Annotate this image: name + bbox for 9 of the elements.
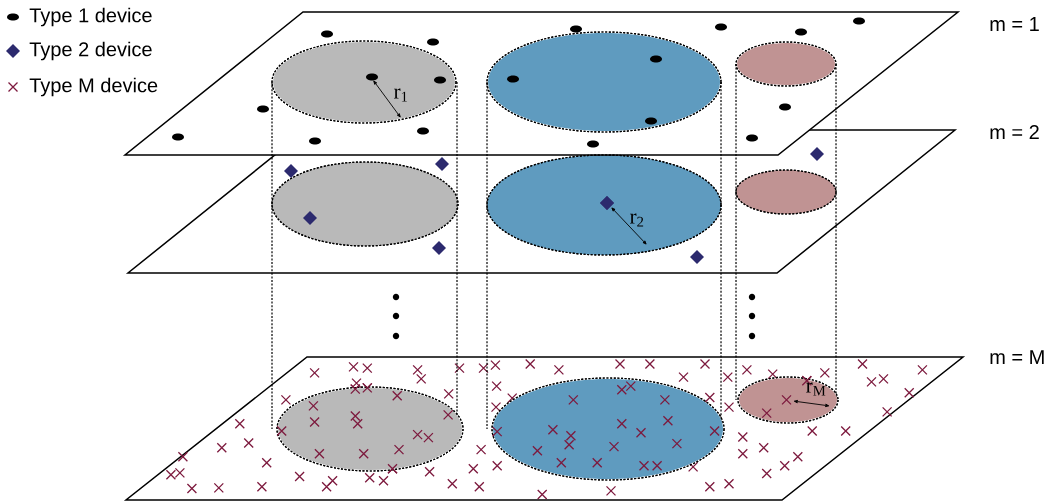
radius-label: r$_{M}$ xyxy=(806,382,826,396)
layer-label: m = 1 xyxy=(990,17,1039,31)
layer-label: m = 2 xyxy=(990,125,1039,139)
legend-text: Type 1 device xyxy=(29,7,152,27)
legend-text: Type 2 device xyxy=(29,41,152,61)
radius-label: r$_{1}$ xyxy=(394,88,408,102)
layer-label: m = M xyxy=(990,350,1044,364)
radius-label: r$_{2}$ xyxy=(630,213,644,227)
legend-text: Type M device xyxy=(29,77,158,97)
